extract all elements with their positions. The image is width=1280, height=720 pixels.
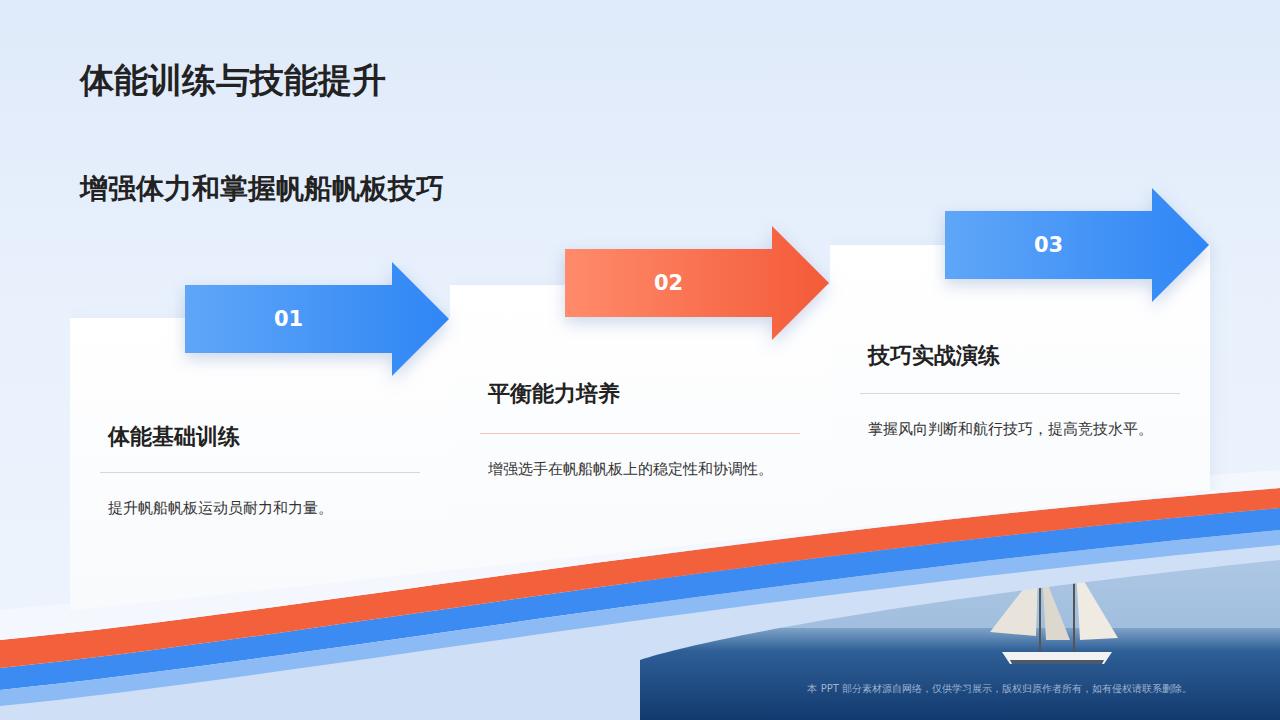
step-arrow: 01	[185, 262, 449, 376]
divider-line	[100, 472, 420, 473]
sea-photo	[640, 628, 1280, 720]
step-description: 提升帆船帆板运动员耐力和力量。	[108, 498, 430, 519]
step-arrow: 03	[945, 188, 1209, 302]
step-number: 02	[565, 249, 772, 317]
arrow-shape	[945, 188, 1209, 302]
step-heading: 平衡能力培养	[488, 379, 810, 409]
divider-line	[860, 393, 1180, 394]
step-number: 03	[945, 211, 1152, 279]
step-description: 掌握风向判断和航行技巧，提高竞技水平。	[868, 419, 1190, 440]
slide-subtitle: 增强体力和掌握帆船帆板技巧	[80, 170, 444, 208]
arrow-shape	[565, 226, 829, 340]
step-heading: 体能基础训练	[108, 422, 430, 452]
arrow-shape	[185, 262, 449, 376]
step-description: 增强选手在帆船帆板上的稳定性和协调性。	[488, 459, 810, 480]
slide-title: 体能训练与技能提升	[80, 58, 386, 104]
divider-line	[480, 433, 800, 434]
step-number: 01	[185, 285, 392, 353]
watermark: 本 PPT 部分素材源自网络，仅供学习展示，版权归原作者所有，如有侵权请联系删除…	[807, 682, 1192, 696]
step-heading: 技巧实战演练	[868, 341, 1190, 371]
step-arrow: 02	[565, 226, 829, 340]
